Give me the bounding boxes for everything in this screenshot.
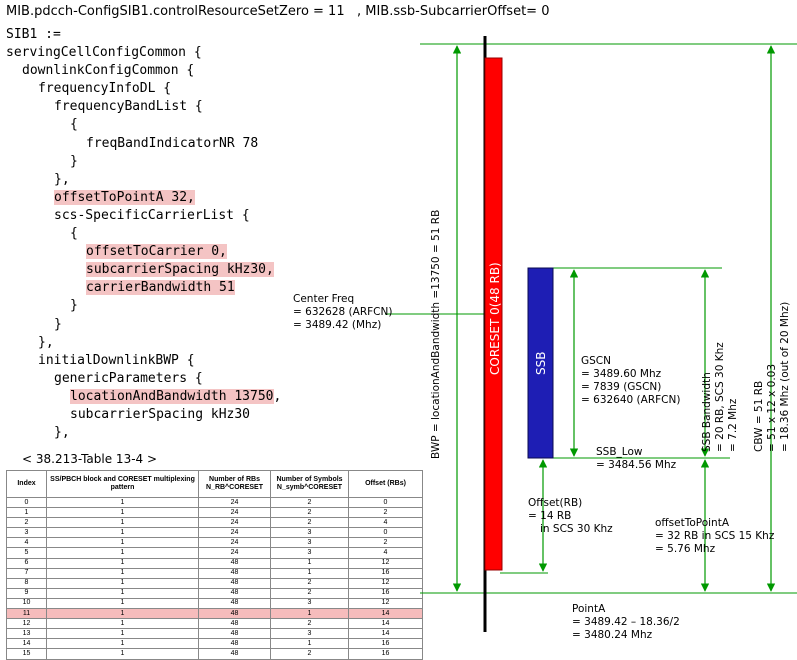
code-line: subcarrierSpacing kHz30, [6,261,426,279]
center-freq-line-2: = 632628 (ARFCN) [293,306,392,318]
code-text: servingCellConfigCommon { [6,45,202,61]
code-line: subcarrierSpacing kHz30 [6,406,426,424]
code-line: } [6,316,426,334]
code-text: SIB1 := [6,27,61,42]
pointa-line-1: PointA [572,603,606,615]
highlighted-parameter: locationAndBandwidth 13750 [70,388,274,404]
offset-pointa-line-2: = 32 RB in SCS 15 Khz [655,530,775,542]
offset-rb-label: Offset(RB) = 14 RB in SCS 30 Khz [528,497,613,535]
offset-to-pointa-label: offsetToPointA = 32 RB in SCS 15 Khz = 5… [655,517,775,555]
code-text: } [70,153,78,169]
ssb-low-line-1: SSB_Low [596,446,643,458]
code-text: }, [54,171,70,187]
code-text: freqBandIndicatorNR 78 [86,135,259,151]
cbw-line-2: = 51 x 12 x 0.03 [766,364,778,452]
gscn-line-2: = 3489.60 Mhz [581,368,662,380]
code-line: servingCellConfigCommon { [6,44,426,62]
offset-pointa-line-1: offsetToPointA [655,517,730,529]
table-caption: < 38.213-Table 13-4 > [22,452,158,466]
ssb-low-line-2: = 3484.56 Mhz [596,459,677,471]
code-line: carrierBandwidth 51 [6,279,426,297]
cbw-label: CBW = 51 RB = 51 x 12 x 0.03 = 18.36 Mhz… [753,302,791,452]
cbw-line-3: = 18.36 Mhz (out of 20 Mhz) [779,302,791,452]
col-header-index: Index [6,470,47,498]
pointa-line-3: = 3480.24 Mhz [572,629,653,641]
code-text: frequencyInfoDL { [38,81,172,97]
mib-config-line: MIB.pdcch-ConfigSIB1.controlResourceSetZ… [6,4,550,19]
col-header-symbols: Number of Symbols N_symb^CORESET [270,470,349,498]
ssb-low-label: SSB_Low = 3484.56 Mhz [596,446,677,471]
code-line: offsetToCarrier 0, [6,243,426,261]
code-line: locationAndBandwidth 13750, [6,388,426,406]
code-text: scs-SpecificCarrierList { [54,207,250,223]
code-text: initialDownlinkBWP { [38,352,195,368]
offset-rb-line-2: = 14 RB [528,510,571,522]
highlighted-parameter: offsetToPointA 32, [54,189,195,205]
highlighted-parameter: subcarrierSpacing kHz30, [86,262,274,278]
code-line: }, [6,424,426,442]
ssb-bw-line-2: = 20 RB, SCS 30 Khz [714,342,726,452]
center-freq-line-1: Center Freq [293,293,354,305]
pointa-label: PointA = 3489.42 – 18.36/2 = 3480.24 Mhz [572,603,680,641]
code-line: frequencyBandList { [6,98,426,116]
code-line: downlinkConfigCommon { [6,62,426,80]
ssb-bandwidth-label: SSB Bandwidth = 20 RB, SCS 30 Khz = 7.2 … [701,342,739,452]
gscn-line-3: = 7839 (GSCN) [581,381,661,393]
coreset0-bar [484,57,503,571]
gscn-line-1: GSCN [581,355,611,367]
offset-rb-line-1: Offset(RB) [528,497,582,509]
cbw-line-1: CBW = 51 RB [753,381,765,452]
code-line: scs-SpecificCarrierList { [6,207,426,225]
coreset-config-table: Index SS/PBCH block and CORESET multiple… [6,470,423,660]
code-text: } [54,316,62,332]
code-line: freqBandIndicatorNR 78 [6,135,426,153]
table-header-row: Index SS/PBCH block and CORESET multiple… [6,470,423,498]
col-header-pattern: SS/PBCH block and CORESET multiplexing p… [46,470,199,498]
code-text: }, [54,425,70,441]
ssb-bw-line-1: SSB Bandwidth [701,372,713,452]
bwp-label: BWP = locationAndBandwidth =13750 = 51 R… [430,210,442,459]
highlighted-parameter: carrierBandwidth 51 [86,280,235,296]
offset-pointa-line-3: = 5.76 Mhz [655,543,716,555]
highlighted-parameter: offsetToCarrier 0, [86,244,227,260]
code-line: frequencyInfoDL { [6,80,426,98]
code-line: { [6,225,426,243]
code-text: }, [38,334,54,350]
gscn-label: GSCN = 3489.60 Mhz = 7839 (GSCN) = 63264… [581,355,680,406]
code-text: subcarrierSpacing kHz30 [70,406,251,422]
code-text: genericParameters { [54,370,203,386]
code-line: SIB1 := [6,26,426,44]
code-line: genericParameters { [6,370,426,388]
code-text: } [70,298,78,314]
center-freq-line-3: = 3489.42 (Mhz) [293,319,381,331]
col-header-rbs: Number of RBs N_RB^CORESET [198,470,271,498]
code-line: }, [6,334,426,352]
center-freq-label: Center Freq = 632628 (ARFCN) = 3489.42 (… [293,293,392,331]
code-text: { [70,226,78,242]
code-line: }, [6,171,426,189]
code-line: offsetToPointA 32, [6,189,426,207]
ssb-block [527,267,554,459]
code-text: , [273,388,282,404]
code-line: { [6,116,426,134]
coreset0-label: CORESET 0(48 RB) [488,262,502,375]
sib1-code-block: SIB1 := servingCellConfigCommon { downlink… [6,26,426,442]
pointa-line-2: = 3489.42 – 18.36/2 [572,616,680,628]
code-text: { [70,117,78,133]
code-line: } [6,297,426,315]
offset-rb-line-3: in SCS 30 Khz [540,523,613,535]
gscn-line-4: = 632640 (ARFCN) [581,394,680,406]
code-line: initialDownlinkBWP { [6,352,426,370]
ssb-label: SSB [534,352,548,375]
code-line: } [6,153,426,171]
code-text: frequencyBandList { [54,99,203,115]
code-text: downlinkConfigCommon { [22,63,195,79]
ssb-bw-line-3: = 7.2 Mhz [727,398,739,452]
